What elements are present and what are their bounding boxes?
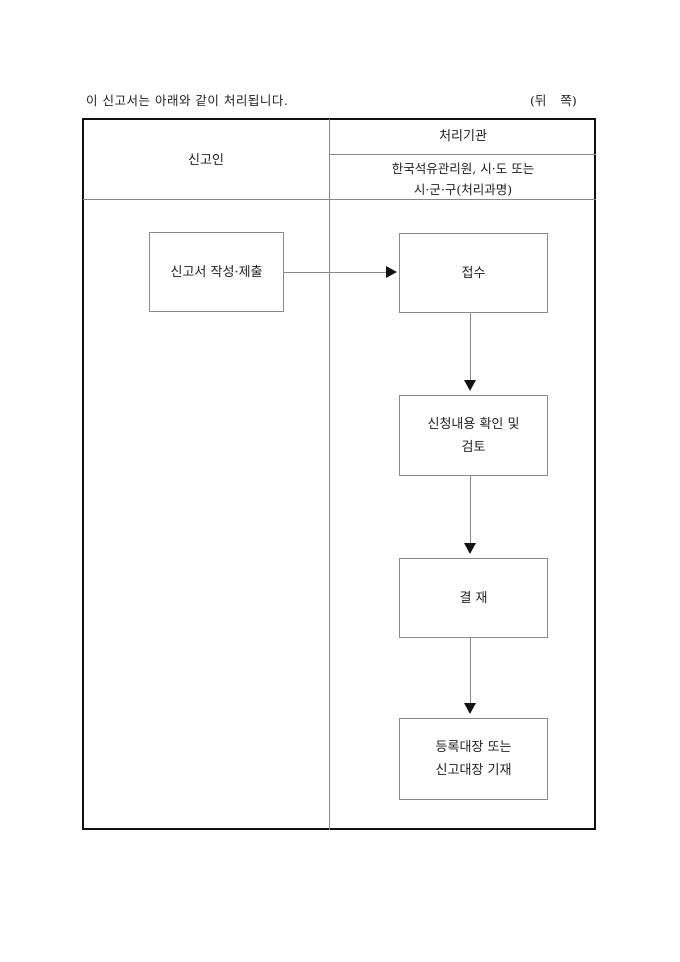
arrow-down-icon (464, 380, 476, 391)
process-table (82, 118, 596, 830)
connector-line-3 (470, 638, 471, 703)
column-divider (329, 119, 330, 830)
arrow-down-icon (464, 543, 476, 554)
arrow-down-icon (464, 703, 476, 714)
reporter-column-header: 신고인 (188, 153, 224, 168)
intro-text: 이 신고서는 아래와 같이 처리됩니다. (86, 93, 289, 108)
arrow-right-icon (386, 266, 397, 278)
step-receipt-box: 접수 (399, 233, 548, 313)
agency-names: 한국석유관리원, 시·도 또는 시·군·구(처리과명) (391, 161, 535, 197)
agency-header-divider (330, 154, 596, 155)
step-review-box: 신청내용 확인 및 검토 (399, 395, 548, 476)
step-submit-box: 신고서 작성·제출 (149, 232, 284, 312)
step-receipt-label: 접수 (461, 265, 486, 281)
page-side-label: (뒤 쪽) (530, 93, 577, 108)
header-divider (83, 199, 596, 200)
step-register-label: 등록대장 또는 신고대장 기재 (435, 740, 512, 778)
connector-line-1 (470, 313, 471, 380)
step-register-box: 등록대장 또는 신고대장 기재 (399, 718, 548, 800)
step-approval-box: 결 재 (399, 558, 548, 638)
submit-connector-line (283, 272, 387, 273)
step-submit-label: 신고서 작성·제출 (170, 264, 263, 280)
connector-line-2 (470, 476, 471, 543)
step-review-label: 신청내용 확인 및 검토 (427, 416, 520, 455)
step-approval-label: 결 재 (459, 590, 488, 606)
agency-column-header: 처리기관 (439, 129, 487, 144)
